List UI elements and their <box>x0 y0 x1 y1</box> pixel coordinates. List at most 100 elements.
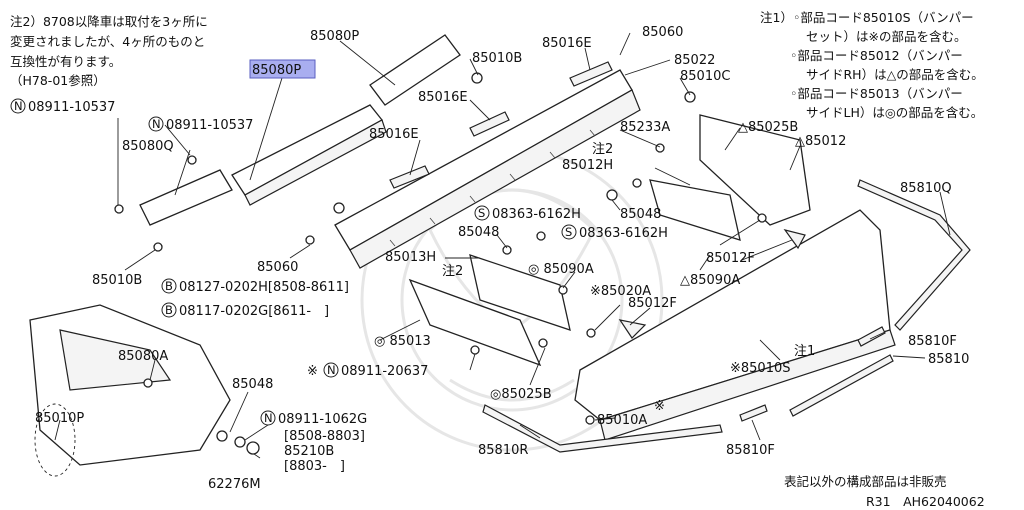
label-note2-top: 注2 <box>592 142 613 157</box>
label-85048-b[interactable]: 85048 <box>458 225 499 240</box>
note1-line2: セット）は※の部品を含む。 <box>806 29 966 44</box>
strip-85016E-2 <box>469 111 510 137</box>
highlight-box <box>249 59 316 79</box>
label-asterisk-mark: ※ <box>654 399 665 414</box>
n-symbol-2 <box>148 116 164 132</box>
label-85025B-top[interactable]: △85025B <box>738 120 798 135</box>
bracket-85013H <box>469 254 571 331</box>
label-85233A[interactable]: 85233A <box>620 120 670 135</box>
label-08363-6162H-b[interactable]: 08363-6162H <box>579 226 668 241</box>
label-08911-20637-prefix: ※ <box>307 364 318 379</box>
label-85016E-1[interactable]: 85016E <box>542 36 592 51</box>
label-85810R[interactable]: 85810R <box>478 443 528 458</box>
label-85810F-b[interactable]: 85810F <box>726 443 775 458</box>
label-08911-1062G[interactable]: 08911-1062G <box>278 412 367 427</box>
label-85080Q[interactable]: 85080Q <box>122 139 174 154</box>
note1-line1: 注1）◦部品コード85010S（バンパー <box>760 10 974 25</box>
label-85012F-a[interactable]: 85012F <box>706 251 755 266</box>
label-62276M[interactable]: 62276M <box>208 477 261 492</box>
label-85010B-left[interactable]: 85010B <box>92 273 142 288</box>
note1-line4: サイドRH）は△の部品を含む。 <box>806 67 984 82</box>
label-85010B-top[interactable]: 85010B <box>472 51 522 66</box>
label-85016E-3[interactable]: 85016E <box>369 127 419 142</box>
label-85010C[interactable]: 85010C <box>680 69 730 84</box>
leader-lines <box>54 32 951 459</box>
molding-85810 <box>789 354 894 417</box>
car-body-corner <box>29 304 231 466</box>
label-85022[interactable]: 85022 <box>674 53 715 68</box>
label-85025B-bottom[interactable]: ◎85025B <box>490 387 552 402</box>
label-85090A-tri[interactable]: △85090A <box>680 273 740 288</box>
s-symbol-2-text: S <box>565 225 572 239</box>
label-85013[interactable]: ◎ 85013 <box>374 334 431 349</box>
note2-line2: 変更されましたが、4ヶ所のものと <box>10 34 205 49</box>
n-symbol-3 <box>323 362 339 378</box>
label-85048-c[interactable]: 85048 <box>232 377 273 392</box>
label-08127-0202H[interactable]: 08127-0202H[8508-8611] <box>179 280 349 295</box>
label-85020A[interactable]: ※85020A <box>590 284 651 299</box>
note-2-block: 注2）8708以降車は取付を3ヶ所に 変更されましたが、4ヶ所のものと 互換性が… <box>10 14 208 88</box>
note2-line4: （H78-01参照） <box>10 73 106 88</box>
label-note1: 注1 <box>794 344 815 359</box>
molding-85810Q <box>857 179 971 331</box>
label-08911-20637[interactable]: 08911-20637 <box>341 364 428 379</box>
side-bracket-85012 <box>699 114 811 226</box>
n-symbol-4 <box>260 410 276 426</box>
label-note2-mid: 注2 <box>442 264 463 279</box>
trim-85080R <box>231 104 383 196</box>
label-08911-10537-a[interactable]: 08911-10537 <box>28 100 115 115</box>
label-date-8803: [8803- ] <box>284 459 345 474</box>
b-symbol-2 <box>161 302 177 318</box>
label-date-8508-8803: [8508-8803] <box>284 429 365 444</box>
footer-note: 表記以外の構成部品は非販売 <box>784 474 947 489</box>
s-symbol-1 <box>474 205 490 221</box>
s-symbol-2 <box>561 224 577 240</box>
label-85012H[interactable]: 85012H <box>562 158 613 173</box>
label-85080P-top[interactable]: 85080P <box>310 29 359 44</box>
n-symbol-1-text: N <box>14 99 23 113</box>
label-85810Q[interactable]: 85810Q <box>900 181 952 196</box>
n-symbol-1 <box>10 98 26 114</box>
b-symbol-1 <box>161 278 177 294</box>
molding-85810F-b <box>739 404 768 422</box>
note1-line6: サイドLH）は◎の部品を含む。 <box>806 105 983 120</box>
n-symbol-2-text: N <box>152 117 161 131</box>
label-85048-a[interactable]: 85048 <box>620 207 661 222</box>
molding-85810F-a <box>857 326 886 347</box>
note-1-block: 注1）◦部品コード85010S（バンパー セット）は※の部品を含む。 ◦部品コー… <box>760 10 984 120</box>
label-85060-mid[interactable]: 85060 <box>257 260 298 275</box>
fascia-85013 <box>408 278 542 367</box>
label-85012F-b[interactable]: 85012F <box>628 296 677 311</box>
label-85010S[interactable]: ※85010S <box>730 361 791 376</box>
strip-85016E-3 <box>389 165 430 189</box>
bracket-85012H <box>649 179 741 241</box>
strip-85016E-1 <box>569 61 613 87</box>
b-symbol-1-text: B <box>165 279 173 293</box>
parts-drawing <box>29 34 971 477</box>
n-symbol-3-text: N <box>327 363 336 377</box>
label-08363-6162H-a[interactable]: 08363-6162H <box>492 207 581 222</box>
label-85210B[interactable]: 85210B <box>284 444 334 459</box>
note1-line3: ◦部品コード85012（バンパー <box>790 48 963 63</box>
label-85012[interactable]: △85012 <box>795 134 846 149</box>
label-85010P[interactable]: 85010P <box>35 411 84 426</box>
label-08117-0202G[interactable]: 08117-0202G[8611- ] <box>179 304 329 319</box>
n-symbol-4-text: N <box>264 411 273 425</box>
label-85810[interactable]: 85810 <box>928 352 969 367</box>
label-85080A[interactable]: 85080A <box>118 349 168 364</box>
label-85016E-2[interactable]: 85016E <box>418 90 468 105</box>
label-85060-top[interactable]: 85060 <box>642 25 683 40</box>
circled-symbols: N N S S B B N N <box>10 98 577 426</box>
label-85013H[interactable]: 85013H <box>385 250 436 265</box>
label-85810F-a[interactable]: 85810F <box>908 334 957 349</box>
label-85090A-circ[interactable]: ◎ 85090A <box>528 262 594 277</box>
corner-85080Q <box>139 169 233 226</box>
b-symbol-2-text: B <box>165 303 173 317</box>
label-08911-10537-b[interactable]: 08911-10537 <box>166 118 253 133</box>
part-labels: 85080P 85080P 85010B 85016E 85060 85022 … <box>28 25 969 492</box>
label-85010A[interactable]: 85010A <box>597 413 647 428</box>
note2-line1: 注2）8708以降車は取付を3ヶ所に <box>10 14 208 29</box>
molding-85810R <box>482 404 723 453</box>
label-85080P-highlight[interactable]: 85080P <box>252 63 301 78</box>
